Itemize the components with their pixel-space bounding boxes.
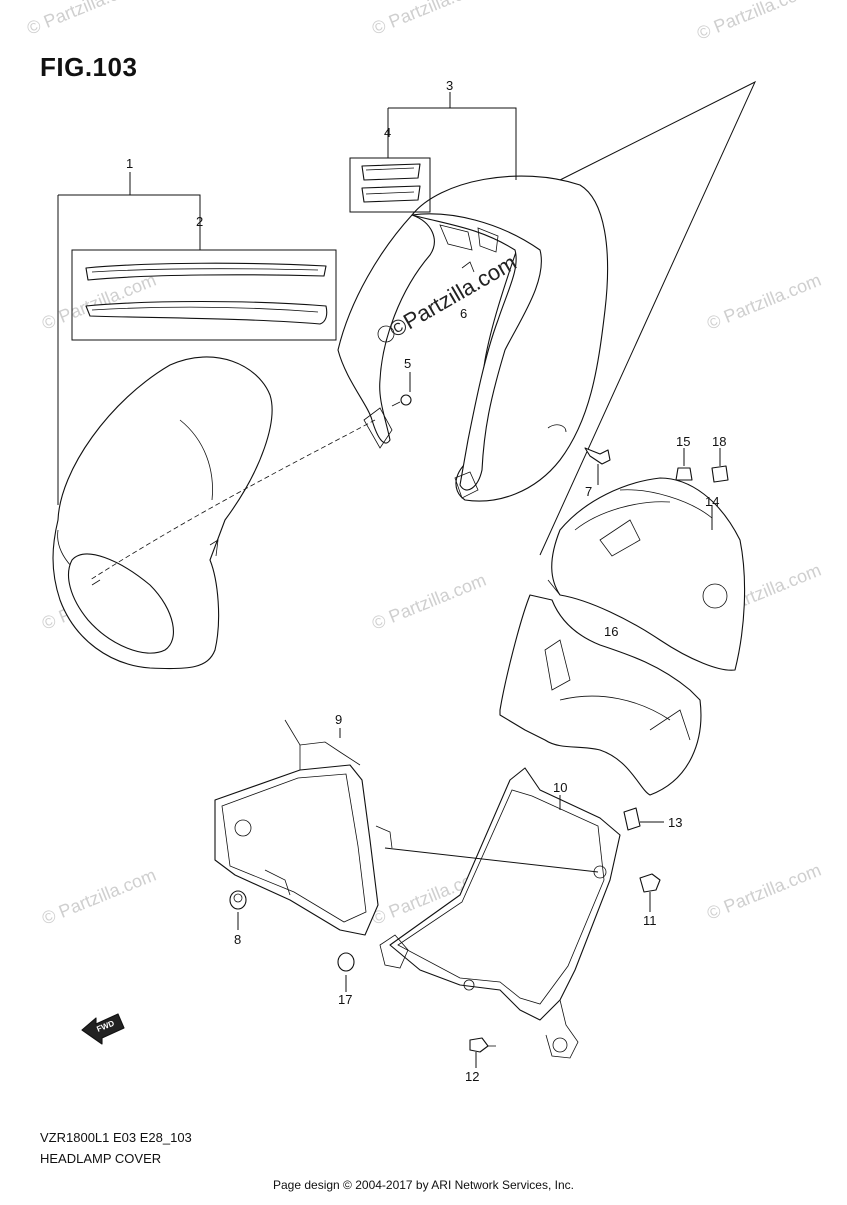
watermark: © Partzilla.com [704, 270, 824, 334]
watermark: © Partzilla.com [39, 865, 159, 929]
screw-part-5 [391, 372, 412, 407]
callout-brackets-left [57, 172, 201, 505]
grommet-part-13 [623, 807, 664, 831]
callout-16: 16 [604, 624, 618, 639]
callout-13: 13 [668, 815, 682, 830]
nut-part-8 [229, 890, 247, 930]
callout-8: 8 [234, 932, 241, 947]
callout-12: 12 [465, 1069, 479, 1084]
outer-cover-part-1 [52, 356, 273, 670]
callout-4: 4 [384, 125, 391, 140]
copyright-notice: Page design © 2004-2017 by ARI Network S… [272, 1178, 574, 1192]
callout-numbers: 1 2 3 4 5 6 7 8 9 10 11 12 13 14 15 16 1… [126, 78, 726, 1084]
callout-7: 7 [585, 484, 592, 499]
callout-17: 17 [338, 992, 352, 1007]
nut-part-17 [337, 952, 355, 992]
callout-18: 18 [712, 434, 726, 449]
clip-part-15 [675, 448, 693, 481]
bolt-part-12 [469, 1037, 496, 1068]
callout-9: 9 [335, 712, 342, 727]
callout-brackets-top [387, 92, 517, 180]
callout-11: 11 [643, 913, 657, 928]
bolt-part-11 [639, 873, 661, 912]
callout-5: 5 [404, 356, 411, 371]
callout-3: 3 [446, 78, 453, 93]
watermark: © Partzilla.com [24, 0, 144, 39]
callout-15: 15 [676, 434, 690, 449]
callout-2: 2 [196, 214, 203, 229]
callout-6: 6 [460, 306, 467, 321]
bolt-part-7 [584, 447, 611, 485]
inner-housing-part-14 [547, 477, 746, 671]
callout-10: 10 [553, 780, 567, 795]
watermark: © Partzilla.com [369, 570, 489, 634]
watermark: © Partzilla.com [369, 0, 489, 39]
assembly-reference-lines [89, 80, 757, 581]
callout-1: 1 [126, 156, 133, 171]
callout-14: 14 [705, 494, 719, 509]
watermark: © Partzilla.com [694, 0, 814, 44]
bracket-alignment-line [384, 847, 599, 873]
upper-cover-part-3 [337, 175, 609, 502]
section-name: HEADLAMP COVER [40, 1151, 162, 1166]
emblem-part-4 [349, 157, 431, 213]
bracket-part-9 [214, 719, 393, 936]
figure-title: FIG.103 [40, 52, 138, 82]
trim-strip-part-2 [71, 249, 337, 341]
model-code: VZR1800L1 E03 E28_103 [40, 1130, 192, 1145]
forward-direction-arrow: FWD [81, 1013, 125, 1045]
bracket-part-10 [379, 767, 621, 1059]
watermark: © Partzilla.com [704, 860, 824, 924]
lower-shroud-part-16 [499, 594, 702, 796]
nut-part-18 [711, 448, 729, 483]
